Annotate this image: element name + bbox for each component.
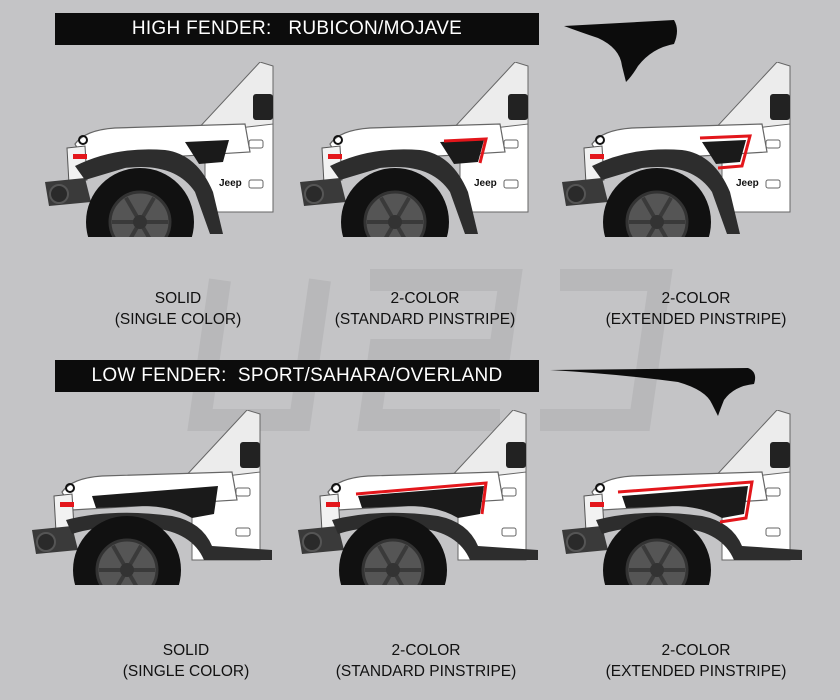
high-fender-banner: HIGH FENDER: RUBICON/MOJAVE xyxy=(55,13,539,45)
wheel-hub xyxy=(650,215,664,229)
fender-decal xyxy=(92,486,218,518)
winch-mount xyxy=(302,532,322,552)
door-hinge xyxy=(248,139,264,149)
jeep-badge: Jeep xyxy=(219,178,242,189)
headlight-accent xyxy=(326,502,340,507)
wheel-hub xyxy=(386,563,400,577)
low-fender-solid-caption: SOLID(SINGLE COLOR) xyxy=(122,642,250,680)
fender-decal xyxy=(702,140,746,164)
pinstripe xyxy=(355,481,488,515)
door-hinge xyxy=(765,139,781,149)
hood-latch xyxy=(331,483,341,493)
wheel-hub xyxy=(133,215,147,229)
door-hinge xyxy=(501,487,517,497)
fender-decal xyxy=(358,486,484,518)
fender-decal xyxy=(185,140,229,164)
winch-mount xyxy=(36,532,56,552)
low-fender-silhouette-icon xyxy=(550,368,756,416)
side-mirror xyxy=(508,94,528,120)
high-fender-solid-illustration: Jeep xyxy=(45,62,285,237)
low-fender-extended-pinstripe-illustration xyxy=(562,410,802,585)
high-fender-extended-caption: 2-COLOR(EXTENDED PINSTRIPE) xyxy=(605,290,787,328)
wheel xyxy=(95,538,159,585)
hood-latch xyxy=(333,135,343,145)
door-hinge xyxy=(501,527,517,537)
fender-decal xyxy=(440,140,484,164)
door-hinge xyxy=(503,139,519,149)
winch-mount xyxy=(49,184,69,204)
low-fender-standard-caption: 2-COLOR(STANDARD PINSTRIPE) xyxy=(335,642,517,680)
wheel-hub xyxy=(120,563,134,577)
low-fender-banner: LOW FENDER: SPORT/SAHARA/OVERLAND xyxy=(55,360,539,392)
low-fender-extended-caption: 2-COLOR(EXTENDED PINSTRIPE) xyxy=(605,642,787,680)
headlight-accent xyxy=(590,154,604,159)
high-fender-extended-pinstripe-illustration: Jeep xyxy=(562,62,802,237)
hood-latch xyxy=(78,135,88,145)
jeep-badge: Jeep xyxy=(736,178,759,189)
wheel xyxy=(625,190,689,237)
side-mirror xyxy=(506,442,526,468)
hood-latch xyxy=(595,483,605,493)
wheel xyxy=(363,190,427,237)
wheel-hub xyxy=(650,563,664,577)
wheel-hub xyxy=(388,215,402,229)
pinstripe xyxy=(699,134,752,170)
high-fender-silhouette-icon xyxy=(564,20,677,82)
side-mirror xyxy=(240,442,260,468)
headlight-accent xyxy=(73,154,87,159)
pinstripe xyxy=(443,137,488,164)
fender-decal xyxy=(622,486,748,518)
low-fender-standard-pinstripe-illustration xyxy=(298,410,538,585)
high-fender-standard-caption: 2-COLOR(STANDARD PINSTRIPE) xyxy=(334,290,516,328)
hood-latch xyxy=(65,483,75,493)
side-mirror xyxy=(253,94,273,120)
door-hinge xyxy=(235,527,251,537)
winch-mount xyxy=(304,184,324,204)
side-mirror xyxy=(770,94,790,120)
door-hinge xyxy=(765,179,781,189)
wheel xyxy=(361,538,425,585)
door-hinge xyxy=(248,179,264,189)
headlight-accent xyxy=(328,154,342,159)
high-fender-flare xyxy=(330,149,478,234)
high-fender-flare xyxy=(75,149,223,234)
door-hinge xyxy=(765,487,781,497)
high-fender-standard-pinstripe-illustration: Jeep xyxy=(300,62,540,237)
headlight-accent xyxy=(590,502,604,507)
door-hinge xyxy=(503,179,519,189)
pinstripe xyxy=(617,480,754,524)
low-fender-solid-illustration xyxy=(32,410,272,585)
side-mirror xyxy=(770,442,790,468)
headlight-accent xyxy=(60,502,74,507)
door-hinge xyxy=(765,527,781,537)
winch-mount xyxy=(566,184,586,204)
wheel xyxy=(108,190,172,237)
door-hinge xyxy=(235,487,251,497)
wheel xyxy=(625,538,689,585)
winch-mount xyxy=(566,532,586,552)
jeep-badge: Jeep xyxy=(474,178,497,189)
high-fender-flare xyxy=(592,149,740,234)
high-fender-solid-caption: SOLID(SINGLE COLOR) xyxy=(114,290,242,328)
hood-latch xyxy=(595,135,605,145)
